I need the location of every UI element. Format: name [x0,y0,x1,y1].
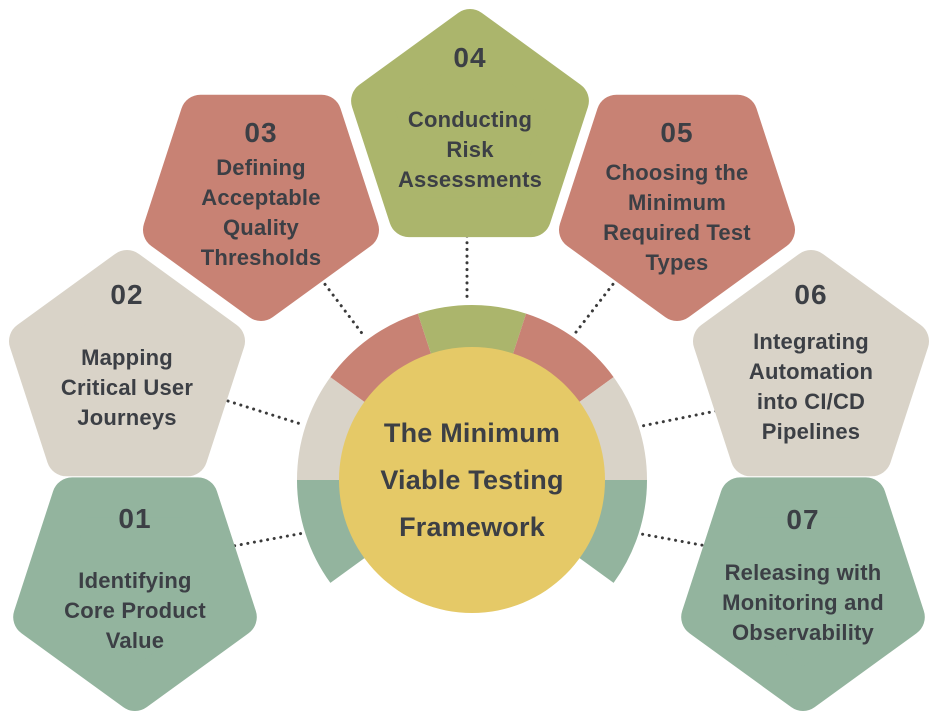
step-07-title: Releasing with Monitoring and Observabil… [693,558,913,648]
step-06-title-line: Automation [748,359,874,384]
step-01: 01 Identifying Core Product Value [25,503,245,656]
pentagon-step-01 [13,477,257,711]
step-04-title-line: Risk [446,137,494,162]
connector-step-01 [226,531,306,549]
step-03-number: 03 [244,117,278,148]
pentagon-step-05 [559,94,795,321]
center-title: The Minimum Viable Testing Framework [322,410,622,551]
step-05-title-line: Minimum [628,190,726,215]
step-07-number: 07 [786,504,820,535]
center-title-line: Viable Testing [380,465,564,495]
step-03-title: Defining Acceptable Quality Thresholds [151,153,371,273]
center-title-line: The Minimum [383,418,561,448]
step-02-title-line: Mapping [81,345,173,370]
step-04-title-line: Conducting [407,107,533,132]
step-05-title-line: Choosing the [605,160,749,185]
connector-step-02 [226,399,306,427]
step-03-title-line: Defining [216,155,306,180]
pentagon-step-04 [351,9,589,238]
step-05-number: 05 [660,117,694,148]
center-title-line: Framework [399,512,545,542]
step-02-title: Mapping Critical User Journeys [17,343,237,433]
step-03-title-line: Thresholds [200,245,322,270]
step-04-title-line: Assessments [397,167,543,192]
step-03-title-line: Acceptable [201,185,321,210]
step-01-number: 01 [118,503,152,534]
connector-step-07 [634,531,714,549]
step-06-title-line: Pipelines [761,419,861,444]
step-01-title-line: Core Product [64,598,206,623]
step-05: 05 Choosing the Minimum Required Test Ty… [567,117,787,278]
step-07-title-line: Observability [732,620,874,645]
step-05-title-line: Required Test [603,220,751,245]
pentagon-step-03 [143,94,379,321]
ring-segment-06 [578,377,647,480]
step-01-title-line: Identifying [78,568,192,593]
step-06-title-line: into CI/CD [756,389,866,414]
connector-step-03 [319,277,366,338]
step-05-title: Choosing the Minimum Required Test Types [567,158,787,278]
step-02-title-line: Journeys [77,405,177,430]
connector-step-05 [571,277,619,338]
step-02-title-line: Critical User [60,375,194,400]
pentagon-step-02 [9,250,245,477]
step-07: 07 Releasing with Monitoring and Observa… [693,504,913,648]
step-02-number: 02 [110,279,144,310]
step-01-title-line: Value [105,628,165,653]
ring-segment-04 [417,305,527,356]
step-05-title-line: Types [645,250,709,275]
step-06: 06 Integrating Automation into CI/CD Pip… [701,279,921,447]
step-03-title-line: Quality [223,215,299,240]
connector-step-06 [635,408,723,429]
ring-segment-03 [330,313,432,403]
step-02: 02 Mapping Critical User Journeys [17,279,237,433]
step-07-title-line: Releasing with [724,560,882,585]
step-04: 04 Conducting Risk Assessments [360,42,580,195]
step-03: 03 Defining Acceptable Quality Threshold… [151,117,371,273]
ring-segment-02 [297,377,366,480]
step-04-number: 04 [453,42,487,73]
step-01-title: Identifying Core Product Value [25,566,245,656]
step-06-number: 06 [794,279,828,310]
step-07-title-line: Monitoring and [722,590,884,615]
pentagon-step-06 [693,250,929,477]
center-ring [296,305,647,583]
pentagon-step-07 [681,477,925,711]
step-06-title-line: Integrating [753,329,869,354]
step-04-title: Conducting Risk Assessments [360,105,580,195]
step-06-title: Integrating Automation into CI/CD Pipeli… [701,327,921,447]
ring-segment-01 [296,480,366,583]
center-circle [339,347,605,613]
ring-segment-07 [578,480,647,583]
ring-segment-05 [512,313,614,403]
